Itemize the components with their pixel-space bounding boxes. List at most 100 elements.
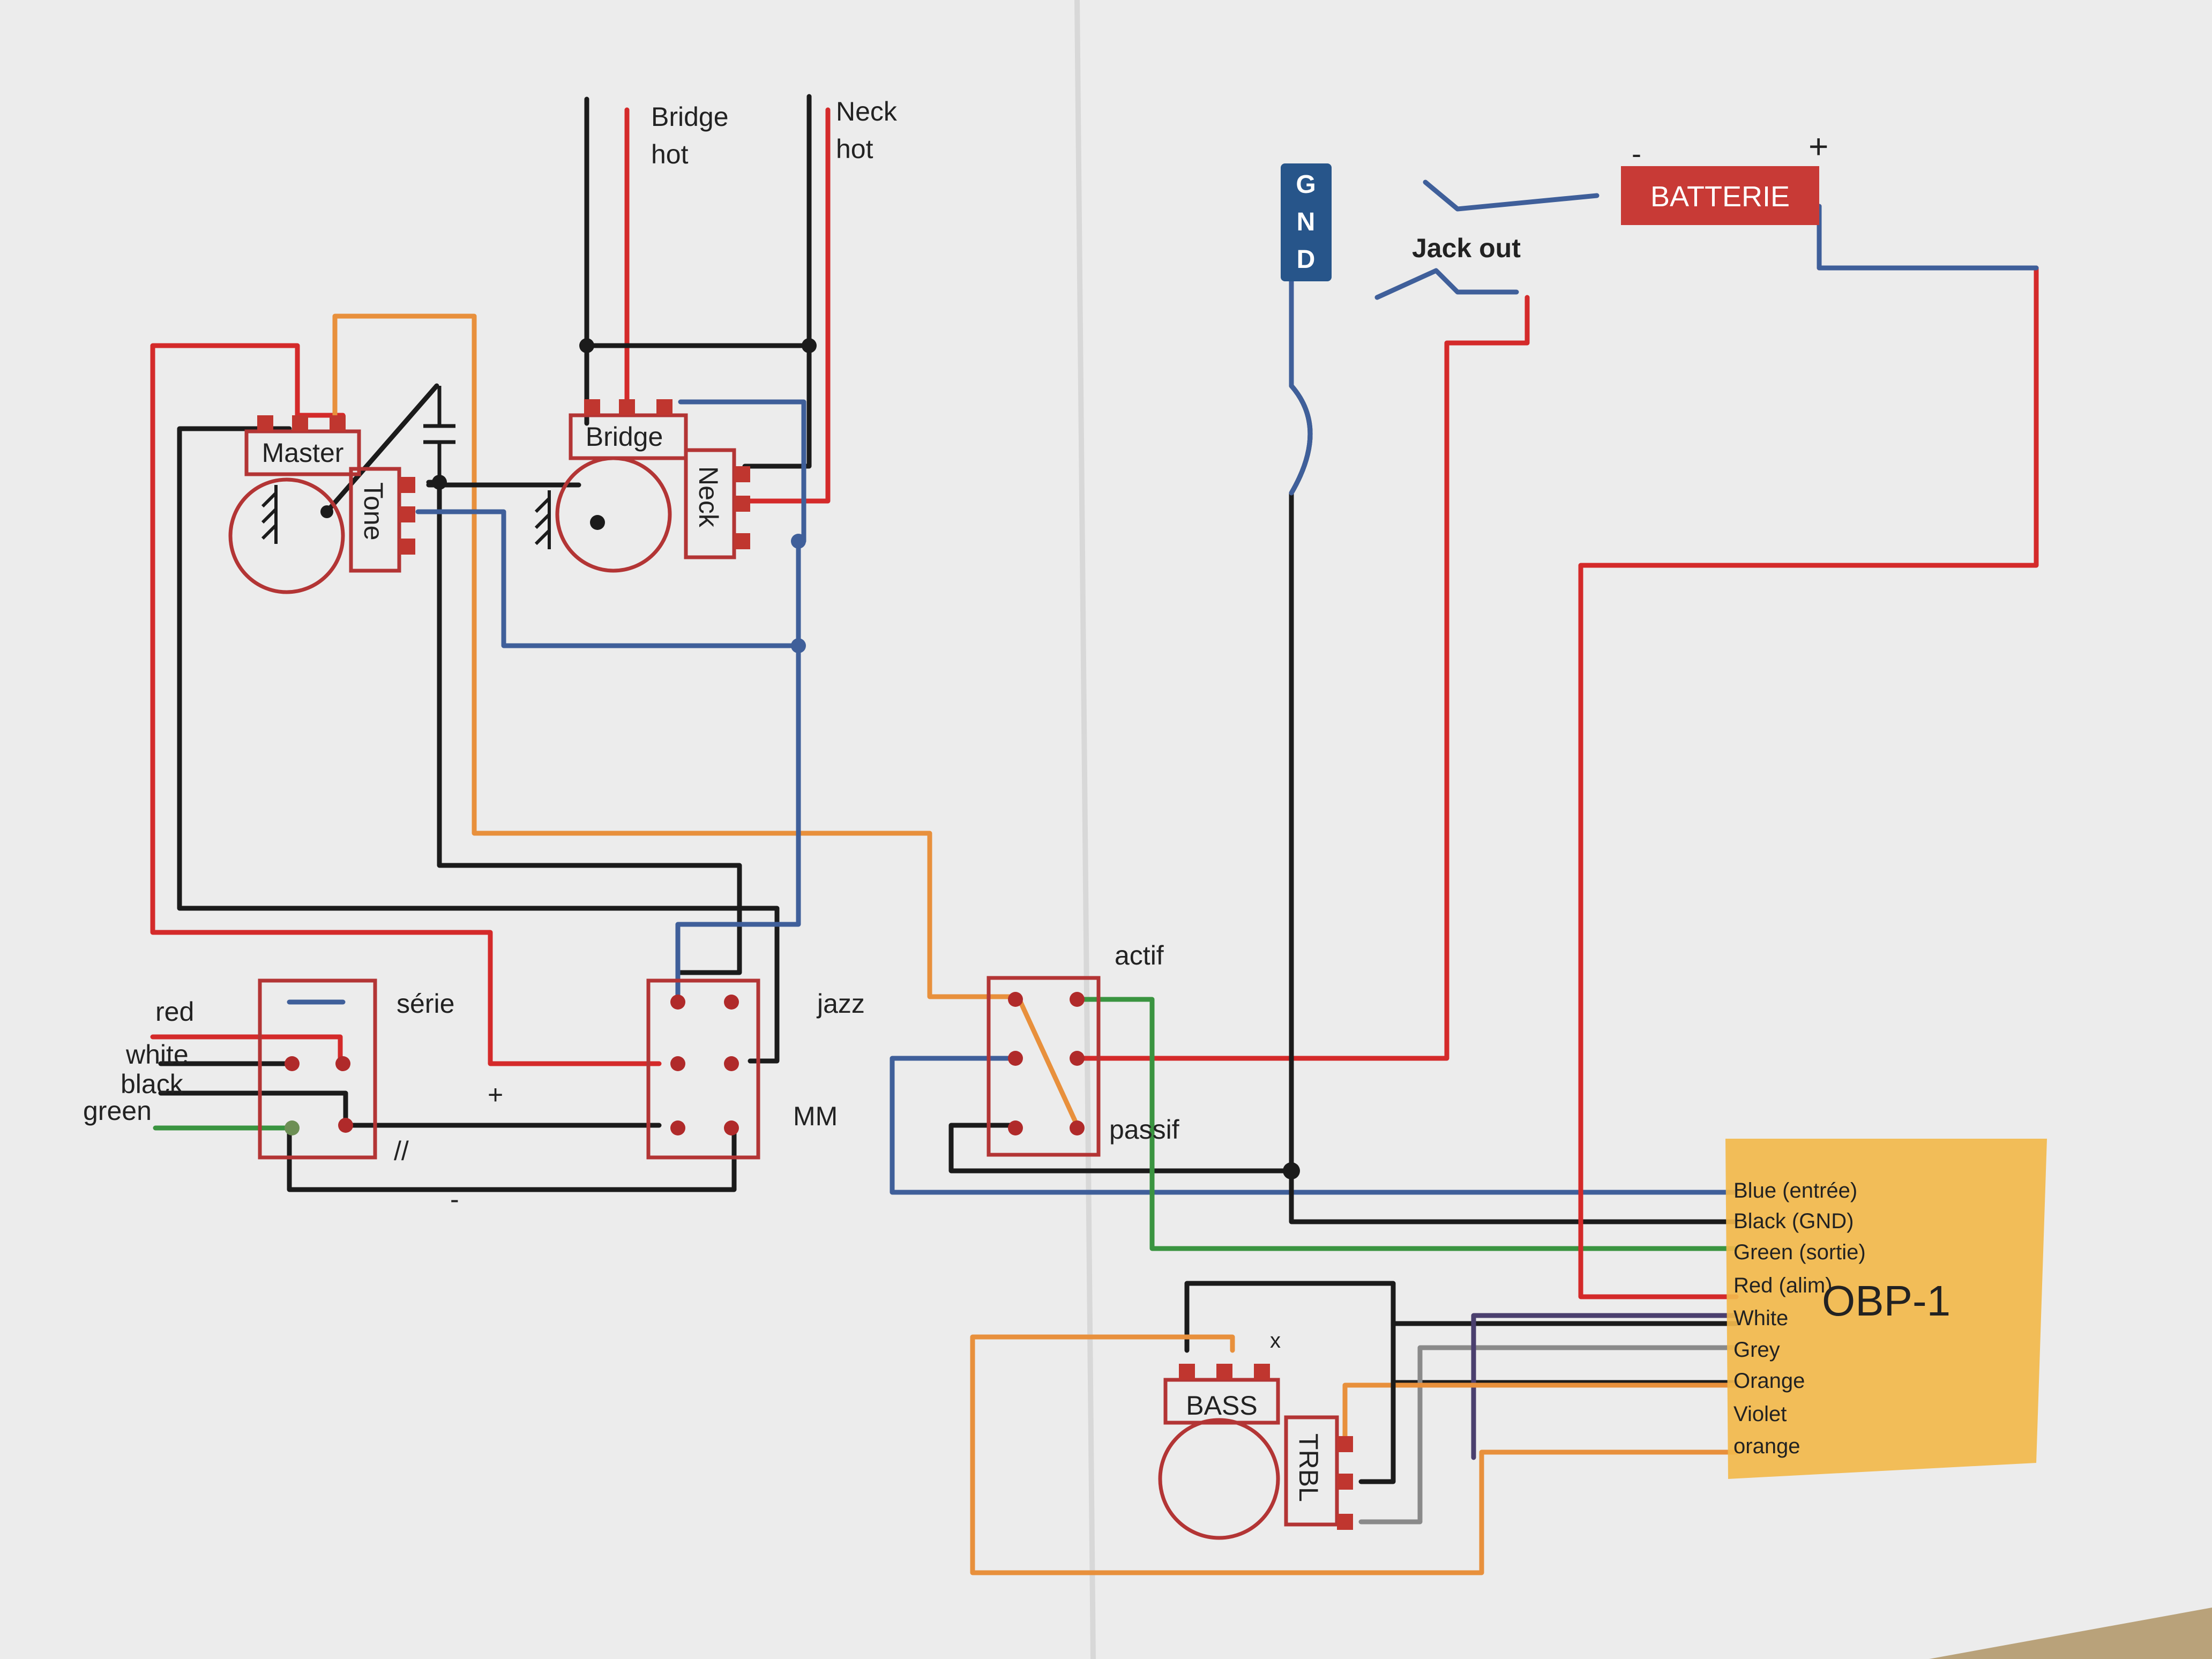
lug bbox=[1337, 1436, 1353, 1452]
wire-actif-green bbox=[1074, 997, 1739, 1251]
junction-dot bbox=[320, 505, 333, 518]
gnd-letter-d: D bbox=[1297, 245, 1316, 274]
contact bbox=[724, 995, 739, 1010]
neck-hot-label-1: Neck bbox=[836, 96, 898, 126]
wire-switch-lever bbox=[1015, 994, 1080, 1128]
wire-input-red bbox=[150, 1034, 343, 1061]
obp-wire-label: Orange bbox=[1733, 1369, 1805, 1393]
wire-red-left-loop bbox=[150, 343, 662, 1066]
lug bbox=[1179, 1364, 1195, 1380]
lug bbox=[1337, 1474, 1353, 1490]
x-mark-label: x bbox=[1270, 1329, 1281, 1352]
neck-hot-label-2: hot bbox=[836, 134, 873, 164]
battery-block bbox=[1621, 166, 1819, 225]
wire-orange-trbl bbox=[1342, 1382, 1739, 1444]
black-wire-label: black bbox=[121, 1069, 184, 1099]
battery-plus: + bbox=[1809, 127, 1828, 166]
lug bbox=[1254, 1364, 1270, 1380]
obp-wire-label: Green (sortie) bbox=[1733, 1240, 1866, 1264]
lug bbox=[1337, 1514, 1353, 1530]
contact bbox=[338, 1118, 353, 1133]
bridge-hot-label-1: Bridge bbox=[651, 102, 729, 132]
bridge-hot-label-2: hot bbox=[651, 139, 689, 169]
trbl-label: TRBL bbox=[1294, 1433, 1324, 1502]
junction-dot bbox=[579, 338, 594, 353]
plus-label: + bbox=[488, 1080, 503, 1110]
obp-1-wire-list: Blue (entrée) Black (GND) Green (sortie) Re… bbox=[1733, 1179, 1866, 1458]
lug bbox=[734, 496, 750, 512]
obp-wire-label: Blue (entrée) bbox=[1733, 1179, 1857, 1202]
bass-label: BASS bbox=[1186, 1391, 1257, 1421]
wire-serie-bottom bbox=[287, 1128, 737, 1192]
contact bbox=[335, 1056, 350, 1071]
jazz-label: jazz bbox=[816, 989, 865, 1019]
minus-label: - bbox=[450, 1184, 459, 1214]
contact bbox=[724, 1056, 739, 1071]
wire-actif-blue bbox=[890, 1056, 1739, 1195]
lug bbox=[257, 415, 273, 431]
contact bbox=[724, 1120, 739, 1135]
bass-pot-body bbox=[1158, 1418, 1280, 1540]
jack-out-label: Jack out bbox=[1412, 233, 1521, 263]
gnd-block bbox=[1281, 163, 1332, 281]
wire-battery-plus-blue bbox=[1817, 204, 2039, 271]
wire-bass-black bbox=[1184, 1281, 1739, 1385]
contact bbox=[1070, 1120, 1085, 1135]
trbl-pot-box bbox=[1284, 1415, 1339, 1527]
contact bbox=[285, 1120, 300, 1135]
junction-dot bbox=[791, 638, 806, 653]
wire-neck-to-jazz bbox=[742, 455, 812, 469]
wire-input-black bbox=[158, 1090, 348, 1128]
wire-jack-tip bbox=[1423, 180, 1600, 212]
contact bbox=[670, 995, 685, 1010]
paper-fold bbox=[1074, 0, 1096, 1659]
battery-label: BATTERIE bbox=[1650, 181, 1790, 213]
contact bbox=[1008, 1120, 1023, 1135]
obp-wire-label: Violet bbox=[1733, 1402, 1787, 1426]
obp-wire-label: Black (GND) bbox=[1733, 1209, 1854, 1233]
wire-tone-blue bbox=[415, 509, 801, 648]
mm-label: MM bbox=[793, 1101, 838, 1131]
serie-label: série bbox=[397, 989, 454, 1019]
obp-1-box bbox=[1725, 1139, 2047, 1479]
parallel-label: // bbox=[394, 1136, 409, 1166]
lug bbox=[330, 415, 346, 431]
wire-orange-bass bbox=[970, 1334, 1739, 1575]
contact bbox=[285, 1056, 300, 1071]
wire-grey-line bbox=[1417, 1345, 1739, 1503]
master-pot-body bbox=[228, 477, 345, 594]
contact bbox=[1070, 992, 1085, 1007]
junction-dot bbox=[791, 534, 806, 549]
tone-label: Tone bbox=[358, 482, 388, 540]
obp-wire-label: Red (alim) bbox=[1733, 1274, 1832, 1297]
lug bbox=[656, 399, 672, 415]
contact bbox=[1070, 1051, 1085, 1066]
obp-wire-label: orange bbox=[1733, 1434, 1800, 1458]
wire-trbl-black bbox=[1358, 1380, 1396, 1484]
neck-pot-label: Neck bbox=[693, 466, 723, 528]
white-wire-label: white bbox=[125, 1040, 189, 1070]
wire-orange-top bbox=[332, 313, 1018, 999]
contact bbox=[1008, 992, 1023, 1007]
lug bbox=[399, 539, 415, 555]
actif-passif-switch-box bbox=[987, 976, 1101, 1157]
wire-violet-line bbox=[1471, 1313, 1739, 1460]
lug bbox=[734, 533, 750, 549]
obp-wire-label: Grey bbox=[1733, 1338, 1780, 1362]
passif-label: passif bbox=[1109, 1115, 1179, 1145]
lug bbox=[584, 399, 600, 415]
junction-dot bbox=[1283, 1162, 1300, 1179]
lug bbox=[399, 506, 415, 522]
wire-trbl-grey bbox=[1358, 1498, 1423, 1525]
wire-black-master bbox=[177, 426, 780, 1064]
contact bbox=[1008, 1051, 1023, 1066]
lug bbox=[619, 399, 635, 415]
wire-gnd-blue bbox=[1289, 279, 1313, 496]
obp-wire-label: White bbox=[1733, 1306, 1788, 1330]
jazz-mm-switch-box bbox=[646, 978, 760, 1160]
lug bbox=[734, 466, 750, 482]
battery-minus: - bbox=[1632, 138, 1641, 170]
wire-jack-red bbox=[1074, 295, 1530, 1061]
